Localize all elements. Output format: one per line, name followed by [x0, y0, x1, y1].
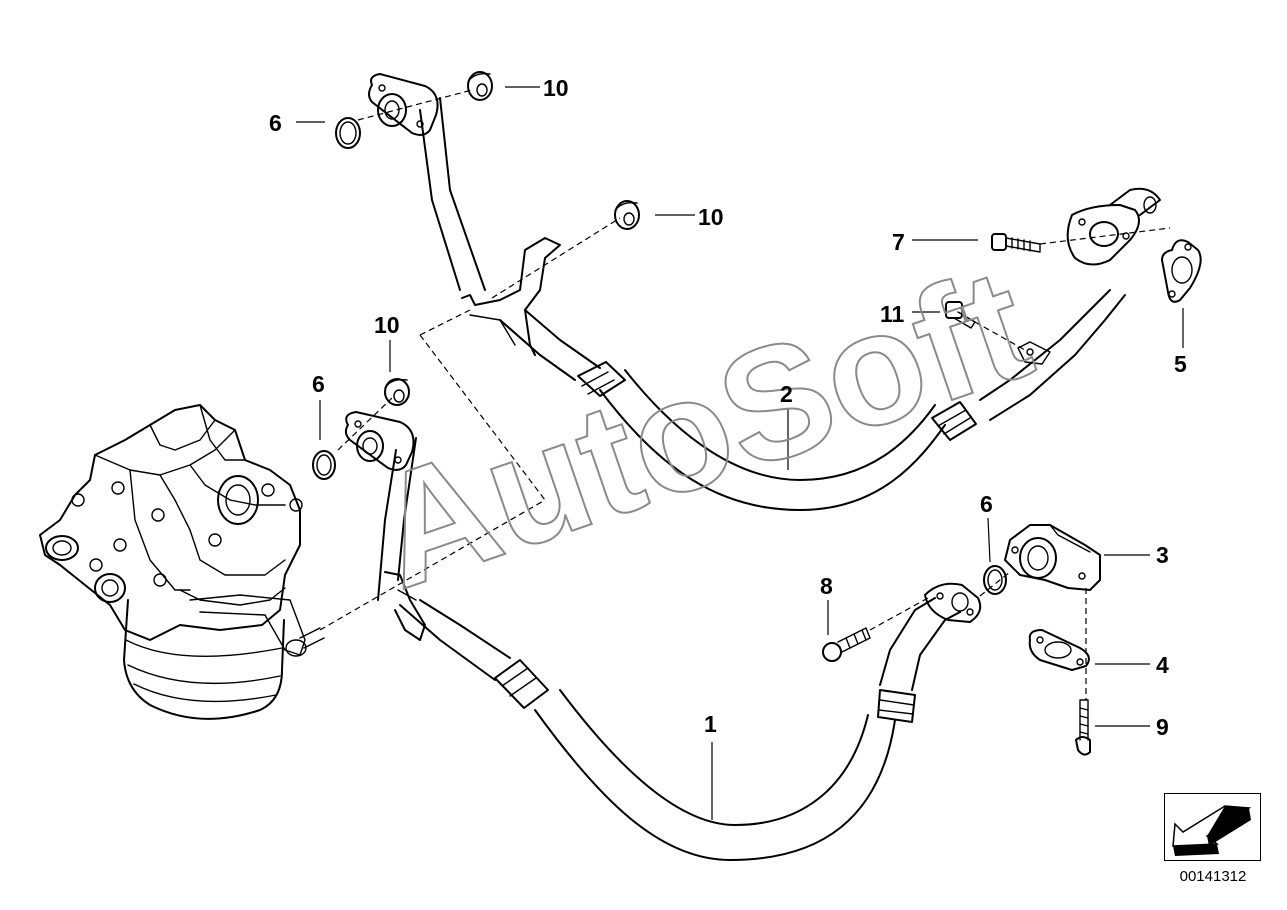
oil-line-1 — [344, 411, 982, 861]
label-part-11: 11 — [880, 301, 905, 327]
label-part-1: 1 — [704, 711, 717, 737]
label-part-6-right: 6 — [980, 491, 993, 517]
label-part-2: 2 — [780, 381, 793, 407]
flange-3 — [1004, 524, 1101, 591]
watermark-text: AutoSoft — [353, 233, 1050, 622]
label-part-10-top: 10 — [543, 75, 569, 101]
o-ring-6-lower — [312, 450, 336, 480]
o-ring-6-top — [335, 117, 361, 149]
label-part-10-lower: 10 — [374, 312, 400, 338]
orientation-arrow-icon — [1172, 805, 1252, 856]
bolt-8 — [822, 627, 871, 662]
label-part-6-lower: 6 — [312, 371, 325, 397]
label-part-6-top: 6 — [269, 110, 282, 136]
label-part-8: 8 — [820, 573, 833, 599]
bolt-7 — [991, 233, 1041, 253]
bolt-9 — [1075, 699, 1091, 756]
gasket-4 — [1028, 629, 1090, 671]
bolt-11 — [945, 301, 976, 329]
diagram-reference-number: 00141312 — [1179, 868, 1247, 885]
oil-line-2 — [368, 73, 1161, 511]
label-part-7: 7 — [892, 229, 905, 255]
label-part-10-middle: 10 — [698, 204, 724, 230]
grommet-10-top — [467, 71, 493, 101]
part-labels: 10 6 10 7 11 5 10 6 2 6 3 8 4 9 1 — [269, 75, 1187, 740]
label-part-3: 3 — [1156, 542, 1169, 568]
label-part-5: 5 — [1174, 351, 1187, 377]
o-ring-6-right — [983, 565, 1007, 595]
oil-filter-housing — [39, 404, 325, 720]
gasket-5 — [1161, 239, 1202, 303]
orientation-box — [1164, 793, 1261, 861]
label-part-9: 9 — [1156, 714, 1169, 740]
grommet-10-middle — [614, 200, 640, 230]
label-part-4: 4 — [1156, 652, 1169, 678]
grommet-10-lower — [384, 378, 410, 406]
leader-lines — [296, 86, 1184, 820]
